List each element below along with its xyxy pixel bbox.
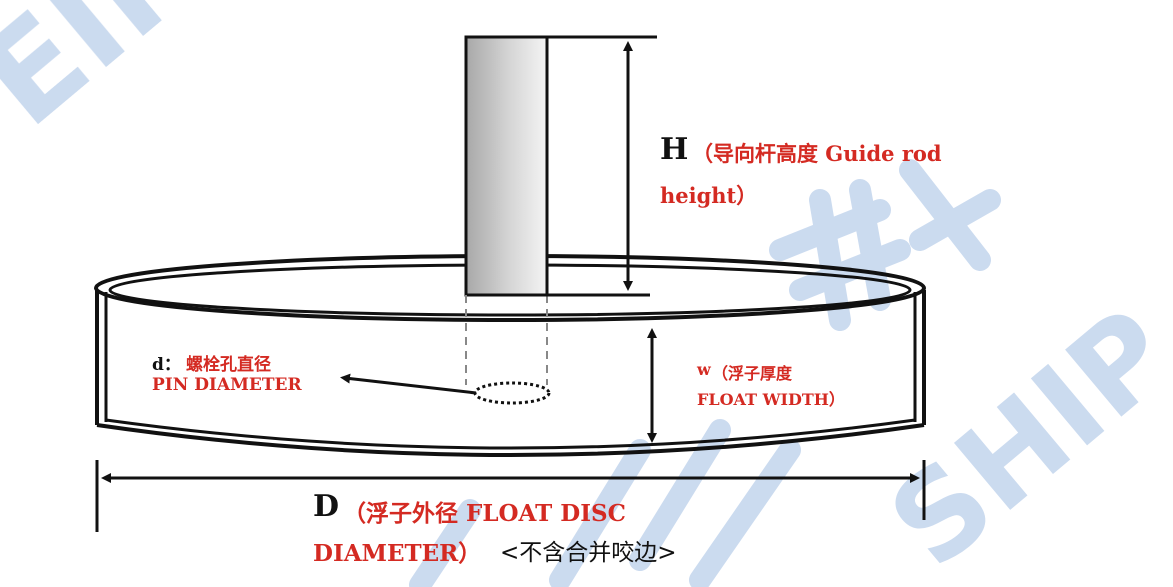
w-letter: w [697, 360, 711, 379]
h-letter: H [660, 132, 689, 167]
watermark-text-left: EIH [0, 0, 237, 156]
pin-text-en: PIN DIAMETER [152, 375, 302, 395]
pin-prefix: d： [152, 355, 181, 375]
h-text-line2: height） [660, 183, 758, 208]
watermark-text-right: SHIP [865, 283, 1173, 587]
guide-rod [464, 35, 551, 405]
pin-leader [340, 373, 477, 395]
pin-text-cn: 螺栓孔直径 [186, 355, 271, 375]
guide-rod-body [464, 35, 549, 297]
disc-bottom-rim-inner [105, 418, 916, 450]
w-text-cn: （浮子厚度 [712, 364, 793, 383]
disc-bottom-rim [96, 423, 925, 457]
height-dimension [535, 35, 657, 297]
diameter-dimension [95, 460, 926, 532]
h-text-line1: （导向杆高度 Guide rod [692, 141, 942, 166]
d-big-line2-red: DIAMETER） [313, 540, 482, 567]
pin-leader-line [340, 373, 477, 395]
d-big-line1: （浮子外径 FLOAT DISC [343, 500, 626, 527]
float-disc [94, 254, 926, 457]
d-big-letter: D [313, 489, 340, 524]
w-text-en: FLOAT WIDTH） [697, 390, 845, 409]
pin-hole [473, 381, 551, 405]
d-big-line2-black: <不含合并咬边> [500, 540, 677, 566]
